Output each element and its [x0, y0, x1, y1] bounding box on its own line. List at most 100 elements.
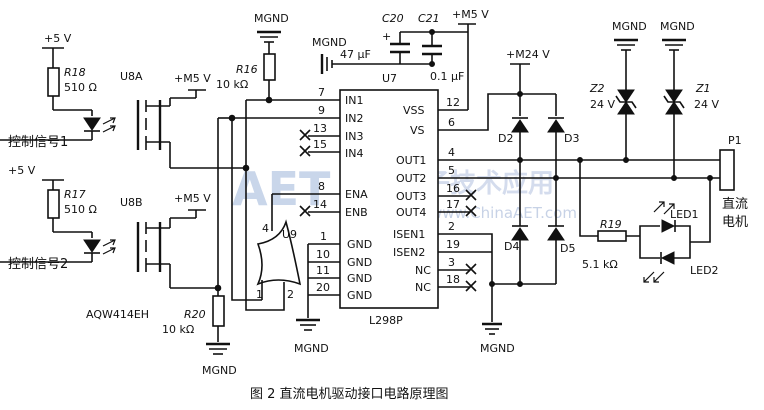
ic-left-pins: 7 9 13 15 8 14 1 10 11 20 IN1 IN2 IN3 IN…	[308, 86, 372, 302]
no-connect-marks	[299, 129, 477, 292]
gate-pin: 1	[256, 288, 263, 301]
d4-diode	[511, 160, 529, 284]
c21-value: 0.1 μF	[430, 70, 464, 83]
m5v-label: +M5 V	[452, 8, 489, 21]
d4-label: D4	[504, 240, 519, 253]
pin-num: 19	[446, 238, 460, 251]
pin-name: IN3	[345, 130, 363, 143]
plus5v-label: +5 V	[44, 32, 72, 45]
l298p-chip	[339, 89, 439, 309]
pin-name: IN2	[345, 112, 363, 125]
r20-ref: R20	[184, 308, 206, 321]
pin-num: 11	[316, 264, 330, 277]
relay-label: AQW414EH	[86, 308, 149, 321]
pin-num: 7	[318, 86, 325, 99]
mgnd-ground-icon	[482, 322, 502, 335]
d2-diode	[511, 117, 529, 160]
led1-label: LED1	[670, 208, 699, 221]
pin-name: OUT2	[396, 172, 426, 185]
u8a-label: U8A	[120, 70, 143, 83]
led-branch-wire	[579, 160, 598, 237]
pin-name: GND	[347, 289, 372, 302]
r19-resistor	[597, 230, 627, 242]
watermark-url: www.ChinaAET.com	[430, 204, 577, 222]
or-gate-u9: 4 1 2 U9	[245, 168, 308, 311]
ic-name: L298P	[369, 314, 403, 327]
r16-value: 10 kΩ	[216, 78, 248, 91]
z2-value: 24 V	[590, 98, 615, 111]
led-wire	[626, 225, 660, 259]
d5-diode	[547, 178, 565, 284]
pin-num: 20	[316, 281, 330, 294]
r18-ref: R18	[64, 66, 86, 79]
pin-num: 14	[313, 198, 327, 211]
mgnd-label: MGND	[202, 364, 237, 377]
mgnd-label: MGND	[312, 36, 347, 49]
r20-value: 10 kΩ	[162, 323, 194, 336]
pin-name: OUT3	[396, 190, 426, 203]
pin-name: ENB	[345, 206, 368, 219]
pin-name: VSS	[403, 104, 425, 117]
z2-ref: Z2	[589, 82, 605, 95]
c20-ref: C20	[382, 12, 404, 25]
z1-ref: Z1	[695, 82, 711, 95]
mosfet-u8b: +M5 V	[136, 192, 218, 289]
figure-caption: 图 2 直流电机驱动接口电路原理图	[250, 386, 449, 402]
c20-capacitor: +	[382, 30, 410, 64]
pin-num: 6	[448, 116, 455, 129]
in2-wire	[231, 117, 308, 301]
u8b-label: U8B	[120, 196, 143, 209]
mgnd-label: MGND	[254, 12, 289, 25]
u7-label: U7	[382, 72, 397, 85]
r19-value: 5.1 kΩ	[582, 258, 618, 271]
m5v-label: +M5 V	[174, 72, 211, 85]
c21-ref: C21	[418, 12, 440, 25]
pin-name: GND	[347, 272, 372, 285]
c20-value: 47 μF	[340, 48, 371, 61]
pin-num: 4	[448, 146, 455, 159]
c21-capacitor	[422, 32, 442, 64]
pin-num: 12	[446, 96, 460, 109]
p1-label: P1	[728, 134, 742, 147]
pin-name: NC	[415, 264, 431, 277]
r18-value: 510 Ω	[64, 81, 97, 94]
pin-name: VS	[410, 124, 425, 137]
opto-led-icon	[83, 117, 116, 133]
mgnd-label: MGND	[294, 342, 329, 355]
m24v-label: +M24 V	[506, 48, 550, 61]
r17-resistor	[47, 189, 60, 219]
vs-wire	[468, 93, 556, 131]
pin-name: GND	[347, 256, 372, 269]
pin-num: 10	[316, 248, 330, 261]
pin-num: 2	[448, 220, 455, 233]
motor-label: 直流	[722, 197, 748, 212]
mgnd-ground-icon	[320, 54, 333, 74]
mgnd-ground-icon	[206, 342, 230, 355]
u9-label: U9	[282, 228, 297, 241]
r18-resistor	[47, 67, 60, 97]
pin-name: OUT1	[396, 154, 426, 167]
led1-icon	[653, 201, 676, 233]
mgnd-ground-icon	[614, 38, 638, 51]
pin-name: IN4	[345, 147, 363, 160]
mgnd-ground-icon	[662, 38, 686, 51]
pin-num: 16	[446, 182, 460, 195]
pin-num: 1	[320, 230, 327, 243]
d5-label: D5	[560, 242, 575, 255]
gate-pin: 4	[262, 222, 269, 235]
plus5v-label: +5 V	[8, 164, 36, 177]
opto-led-icon	[83, 239, 116, 255]
z2-zener-diode	[615, 50, 637, 160]
pin-name: NC	[415, 281, 431, 294]
r17-ref: R17	[64, 188, 86, 201]
pin-name: IN1	[345, 94, 363, 107]
pin-num: 15	[313, 138, 327, 151]
pin-num: 18	[446, 273, 460, 286]
gate-pin: 2	[287, 288, 294, 301]
pin-name: GND	[347, 238, 372, 251]
motor-label: 电机	[722, 215, 748, 230]
mgnd-ground-icon	[296, 318, 320, 331]
r19-ref: R19	[600, 218, 622, 231]
svg-text:+: +	[382, 30, 391, 43]
